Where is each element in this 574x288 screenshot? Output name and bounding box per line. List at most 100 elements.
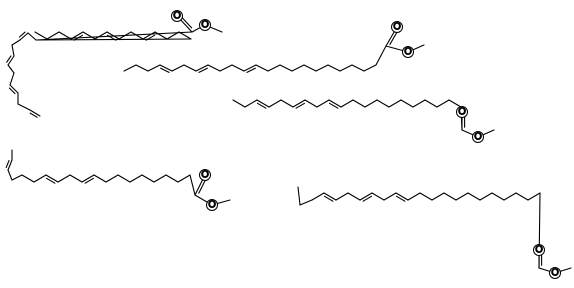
carbon-bond <box>177 174 191 183</box>
carbon-bond <box>81 174 95 183</box>
carbonyl-bond-double <box>180 16 193 29</box>
carbon-bond-double <box>246 67 256 73</box>
ester-oxygen-label-bg <box>402 46 414 58</box>
carbon-bond <box>7 55 15 66</box>
carbon-bond <box>94 31 108 40</box>
carbon-bond <box>375 45 387 66</box>
carbon-bond <box>17 103 31 111</box>
carbon-bond <box>376 99 390 108</box>
carbon-bond-double <box>198 67 208 73</box>
carbon-bond <box>503 192 517 201</box>
carbon-bond <box>21 174 35 183</box>
carbon-bond <box>268 99 282 108</box>
carbon-bond <box>154 31 168 40</box>
ester-oxygen-label-bg <box>549 267 561 279</box>
carbon-bond-double <box>8 87 16 95</box>
carbon-bond <box>159 64 173 72</box>
carbon-bond <box>129 174 143 183</box>
carbon-bond <box>363 64 377 72</box>
carbon-bond-double <box>295 102 306 109</box>
carbon-bond <box>69 174 83 183</box>
ester-oxygen-label-bg <box>206 199 218 211</box>
carbon-bond <box>400 99 414 108</box>
carbon-bond <box>527 192 541 201</box>
carbon-bond <box>82 31 96 40</box>
carbon-bond-double <box>160 67 170 73</box>
carbon-bond <box>339 64 353 72</box>
carbon-bond <box>34 31 48 40</box>
carbon-bond <box>303 64 317 72</box>
carbon-bond <box>407 192 421 201</box>
carbonyl-oxygen-label: O <box>201 170 209 181</box>
carbon-bond <box>347 192 361 201</box>
carbon-bond <box>35 31 193 41</box>
carbon-bond <box>359 192 373 201</box>
carbon-bond-double <box>29 112 38 118</box>
ester-oxygen-label: O <box>551 268 559 279</box>
carbon-bond <box>455 192 469 201</box>
methyl-ester-5: OO <box>297 186 572 279</box>
ester-oxygen-label-bg <box>472 131 484 143</box>
carbonyl-oxygen-label: O <box>393 22 401 33</box>
methyl-ester-4: OO <box>5 149 231 211</box>
carbon-bond <box>304 99 318 108</box>
carbon-bond <box>29 109 41 117</box>
carbon-bond <box>135 64 149 72</box>
carbon-bond <box>515 192 529 201</box>
carbon-bond <box>195 64 209 72</box>
carbon-bond <box>297 186 301 206</box>
carbonyl-oxygen-label: O <box>458 107 466 118</box>
methyl-ester-1: OO <box>6 10 223 118</box>
carbon-bond <box>352 99 366 108</box>
carbon-bond <box>383 192 397 201</box>
carbon-bond <box>424 99 438 108</box>
carbonyl-oxygen-label: O <box>173 11 181 22</box>
carbon-bond <box>419 192 433 201</box>
ester-oxygen-label: O <box>474 132 482 143</box>
carbon-bond <box>106 31 120 40</box>
carbon-bond <box>9 84 19 94</box>
carbon-bond <box>364 99 378 108</box>
carbon-bond <box>183 64 197 72</box>
carbon-bond <box>171 64 185 72</box>
ester-oxygen-label: O <box>201 20 209 31</box>
carbon-bond <box>244 99 258 108</box>
carbon-bond <box>45 174 59 183</box>
carbon-bond <box>292 99 306 108</box>
carbon-bond <box>279 64 293 72</box>
carbon-bond-double <box>256 102 267 109</box>
carbon-bond <box>232 99 246 108</box>
carbonyl-bond-double <box>198 178 207 194</box>
carbon-bond <box>323 192 337 201</box>
carbon-bond <box>388 99 402 108</box>
carbonyl-oxygen-label-bg <box>171 10 183 22</box>
carbon-bond <box>123 64 137 72</box>
carbon-bond <box>448 99 462 108</box>
methyl-ester-2: OO <box>123 21 425 73</box>
carbon-bond <box>9 72 15 86</box>
carbon-bond <box>311 192 325 201</box>
carbon-bond <box>371 192 385 201</box>
carbon-bond <box>27 32 37 41</box>
carbon-bond <box>315 64 329 72</box>
carbon-bond <box>299 199 313 206</box>
carbon-bond <box>33 174 47 183</box>
carbon-bond <box>280 99 294 108</box>
carbonyl-oxygen-label-bg <box>533 244 545 256</box>
carbon-bond <box>340 99 354 108</box>
carbon-bond <box>231 64 245 72</box>
carbonyl-oxygen-label: O <box>535 245 543 256</box>
carbon-bond <box>141 174 155 183</box>
carbon-bond <box>479 192 493 201</box>
carbon-bond-double <box>362 195 373 202</box>
carbonyl-oxygen-label-bg <box>391 21 403 33</box>
carbon-bond <box>142 31 156 40</box>
carbon-bond-double <box>6 55 12 63</box>
ester-oxygen-label: O <box>208 200 216 211</box>
carbon-bond <box>35 38 192 41</box>
carbon-bond <box>327 64 341 72</box>
carbon-bond-double <box>18 31 26 38</box>
ester-oxygen-label-bg <box>199 19 211 31</box>
carbon-bond <box>395 192 409 201</box>
